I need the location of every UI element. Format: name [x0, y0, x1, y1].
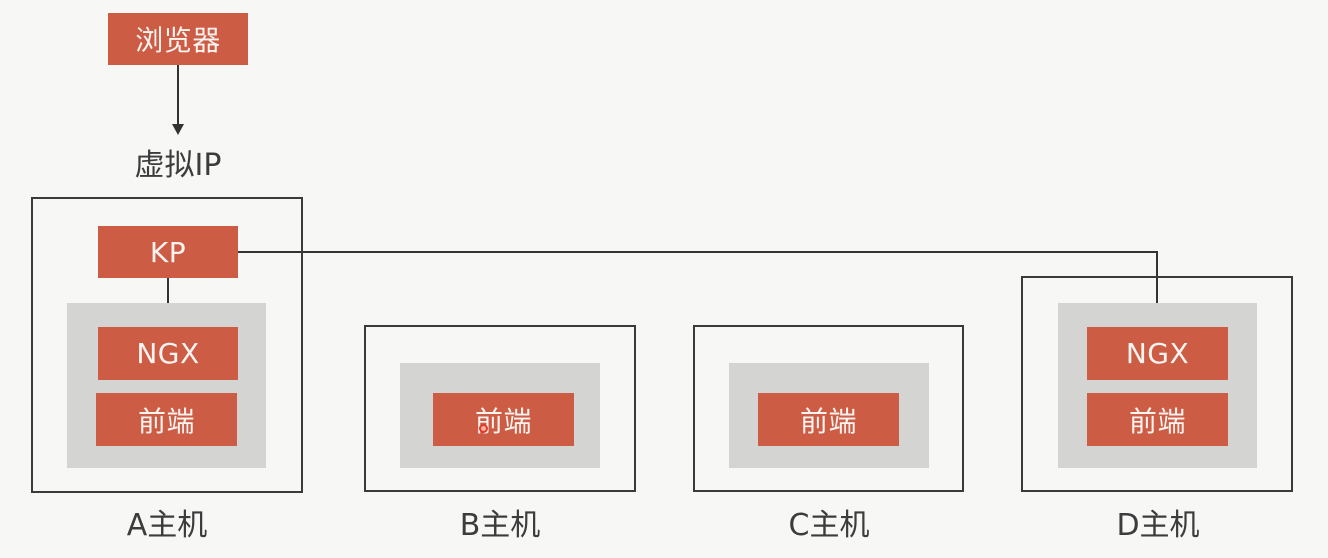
browser-node: 浏览器 [108, 13, 248, 65]
host-d-frontend-node: 前端 [1087, 393, 1228, 446]
host-c-label: C主机 [788, 508, 870, 543]
host-c-frontend-node: 前端 [758, 393, 899, 446]
kp-label: KP [149, 235, 187, 269]
ngx-label: NGX [136, 337, 200, 370]
frontend-label: 前端 [474, 404, 532, 438]
host-c-box [693, 325, 964, 492]
frontend-label: 前端 [799, 404, 857, 438]
host-b-label: B主机 [459, 508, 541, 543]
frontend-label: 前端 [137, 404, 195, 438]
host-a-ngx-node: NGX [98, 327, 238, 380]
host-d-ngx-node: NGX [1087, 327, 1228, 380]
host-a-kp-node: KP [98, 226, 238, 278]
frontend-label: 前端 [1128, 404, 1186, 438]
ngx-label: NGX [1125, 337, 1190, 370]
cursor-indicator-icon [479, 424, 488, 433]
host-a-label: A主机 [126, 508, 208, 543]
host-a-box [31, 197, 303, 493]
host-d-box [1021, 276, 1293, 492]
arrow-kp-to-ngx-d [237, 251, 1158, 316]
host-d-label: D主机 [1116, 508, 1200, 543]
host-b-box [364, 325, 636, 492]
host-a-frontend-node: 前端 [96, 393, 237, 446]
virtual-ip-label: 虚拟IP [134, 148, 222, 183]
host-b-frontend-node: 前端 [433, 393, 574, 446]
browser-label: 浏览器 [135, 24, 221, 57]
